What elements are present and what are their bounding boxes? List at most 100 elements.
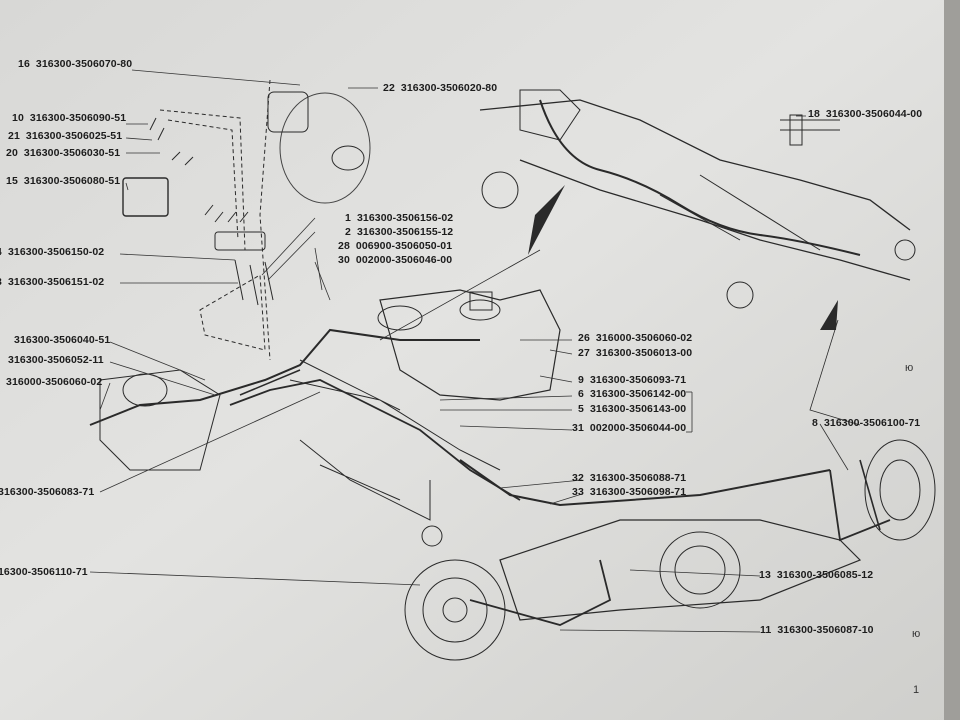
front-wheel-hub-left [481, 171, 519, 209]
abs-unit [122, 177, 169, 217]
callout-part: 316300-3506090-51 [29, 112, 127, 124]
callout-28: 28 006900-3506050-01 [338, 240, 452, 252]
callout-22: 22 316300-3506020-80 [383, 82, 497, 94]
callout-num: 9 [578, 374, 584, 386]
callout-10: 10 316300-3506090-51 [12, 112, 126, 124]
callout-part: 316300-3506098-71 [589, 486, 687, 498]
callout-num: 27 [578, 347, 590, 359]
callout-part: 316300-3506087-10 [777, 624, 874, 636]
callout-11: 11 316300-3506087-10 [760, 624, 874, 636]
callout-num: 3 [0, 276, 2, 288]
front-brake-line [539, 99, 861, 256]
crossmember [289, 359, 501, 471]
callout-part: 316300-3506155-12 [356, 226, 454, 238]
callout-33: 33 316300-3506098-71 [572, 486, 686, 498]
callout-part: 002000-3506044-00 [589, 422, 687, 434]
callout-26: 26 316000-3506060-02 [578, 332, 692, 344]
callout-part: 316300-3506013-00 [595, 347, 693, 359]
callout-num: 33 [572, 486, 584, 498]
callout-num: 8 [812, 417, 818, 429]
booster-flange [331, 145, 365, 171]
callout-num: 28 [338, 240, 350, 252]
center-brake-line [89, 328, 480, 426]
callout-part: 316000-3506060-02 [595, 332, 693, 344]
front-frame-rail-a [479, 99, 911, 231]
leader-lines [89, 69, 849, 633]
page-mark-c: 1 [913, 684, 920, 696]
callout-16: 16 316300-3506070-80 [18, 58, 132, 70]
callout-part: 316300-3506142-00 [589, 388, 687, 400]
callout-18: 18 316300-3506044-00 [808, 108, 922, 120]
callout-3506083: 316300-3506083-71 [0, 486, 94, 498]
callout-num: 10 [12, 112, 24, 124]
callout-3506040: 316300-3506040-51 [14, 334, 110, 346]
callout-1: 1 316300-3506156-02 [345, 212, 453, 224]
callout-part: 316300-3506052-11 [8, 354, 104, 366]
callout-27: 27 316300-3506013-00 [578, 347, 692, 359]
callout-31: 31 002000-3506044-00 [572, 422, 686, 434]
pointer-arrow-1 [528, 185, 565, 255]
callout-3: 3 316300-3506151-02 [0, 276, 104, 288]
callout-part: 316300-3506110-71 [0, 566, 88, 578]
callout-part: 316300-3506156-02 [356, 212, 454, 224]
callout-num: 30 [338, 254, 350, 266]
callout-3506110: 316300-3506110-71 [0, 566, 88, 578]
callout-num: 13 [759, 569, 771, 581]
page-mark-b: ю [912, 628, 921, 640]
front-frame-rail-b [519, 159, 911, 281]
callout-part: 316300-3506020-80 [400, 82, 498, 94]
callout-part: 316300-3506083-71 [0, 486, 95, 498]
callout-num: 16 [18, 58, 30, 70]
reservoir [267, 91, 309, 133]
callout-part: 316300-3506070-80 [35, 58, 133, 70]
callout-num: 31 [572, 422, 584, 434]
brake-booster [279, 92, 371, 204]
page-mark-a: ю [905, 362, 914, 374]
pointer-arrow-2 [820, 300, 838, 330]
callout-9: 9 316300-3506093-71 [578, 374, 686, 386]
distribution-block [214, 231, 266, 251]
transfer-case [379, 289, 561, 401]
callout-4: 4 316300-3506150-02 [0, 246, 104, 258]
callout-num: 22 [383, 82, 395, 94]
abs-fittings [149, 117, 194, 166]
callout-part: 006900-3506050-01 [355, 240, 453, 252]
rear-axle [499, 519, 862, 621]
callout-20: 20 316300-3506030-51 [6, 147, 120, 159]
callout-21: 21 316300-3506025-51 [8, 130, 122, 142]
callout-num: 21 [8, 130, 20, 142]
callout-part: 316300-3506150-02 [7, 246, 105, 258]
rear-brake-line [459, 459, 831, 507]
callout-part: 316300-3506040-51 [14, 334, 111, 346]
callout-2: 2 316300-3506155-12 [345, 226, 453, 238]
rear-brake-drum-right [864, 439, 936, 541]
callout-part: 316300-3506093-71 [589, 374, 687, 386]
callout-part: 316300-3506030-51 [23, 147, 121, 159]
callout-num: 11 [760, 624, 772, 636]
callout-num: 4 [0, 246, 2, 258]
callout-num: 1 [345, 212, 351, 224]
callout-num: 2 [345, 226, 351, 238]
callout-num: 20 [6, 147, 18, 159]
callout-part: 316300-3506044-00 [825, 108, 923, 120]
callout-part: 316300-3506151-02 [7, 276, 105, 288]
callout-num: 6 [578, 388, 584, 400]
callout-3506060: 316000-3506060-02 [6, 376, 102, 388]
callout-32: 32 316300-3506088-71 [572, 472, 686, 484]
callout-num: 5 [578, 403, 584, 415]
callout-num: 26 [578, 332, 590, 344]
callout-part: 316300-3506088-71 [589, 472, 687, 484]
drawing [89, 79, 936, 661]
bracket-18 [780, 114, 840, 146]
callout-num: 32 [572, 472, 584, 484]
callout-num: 18 [808, 108, 820, 120]
callout-part: 316300-3506025-51 [25, 130, 123, 142]
